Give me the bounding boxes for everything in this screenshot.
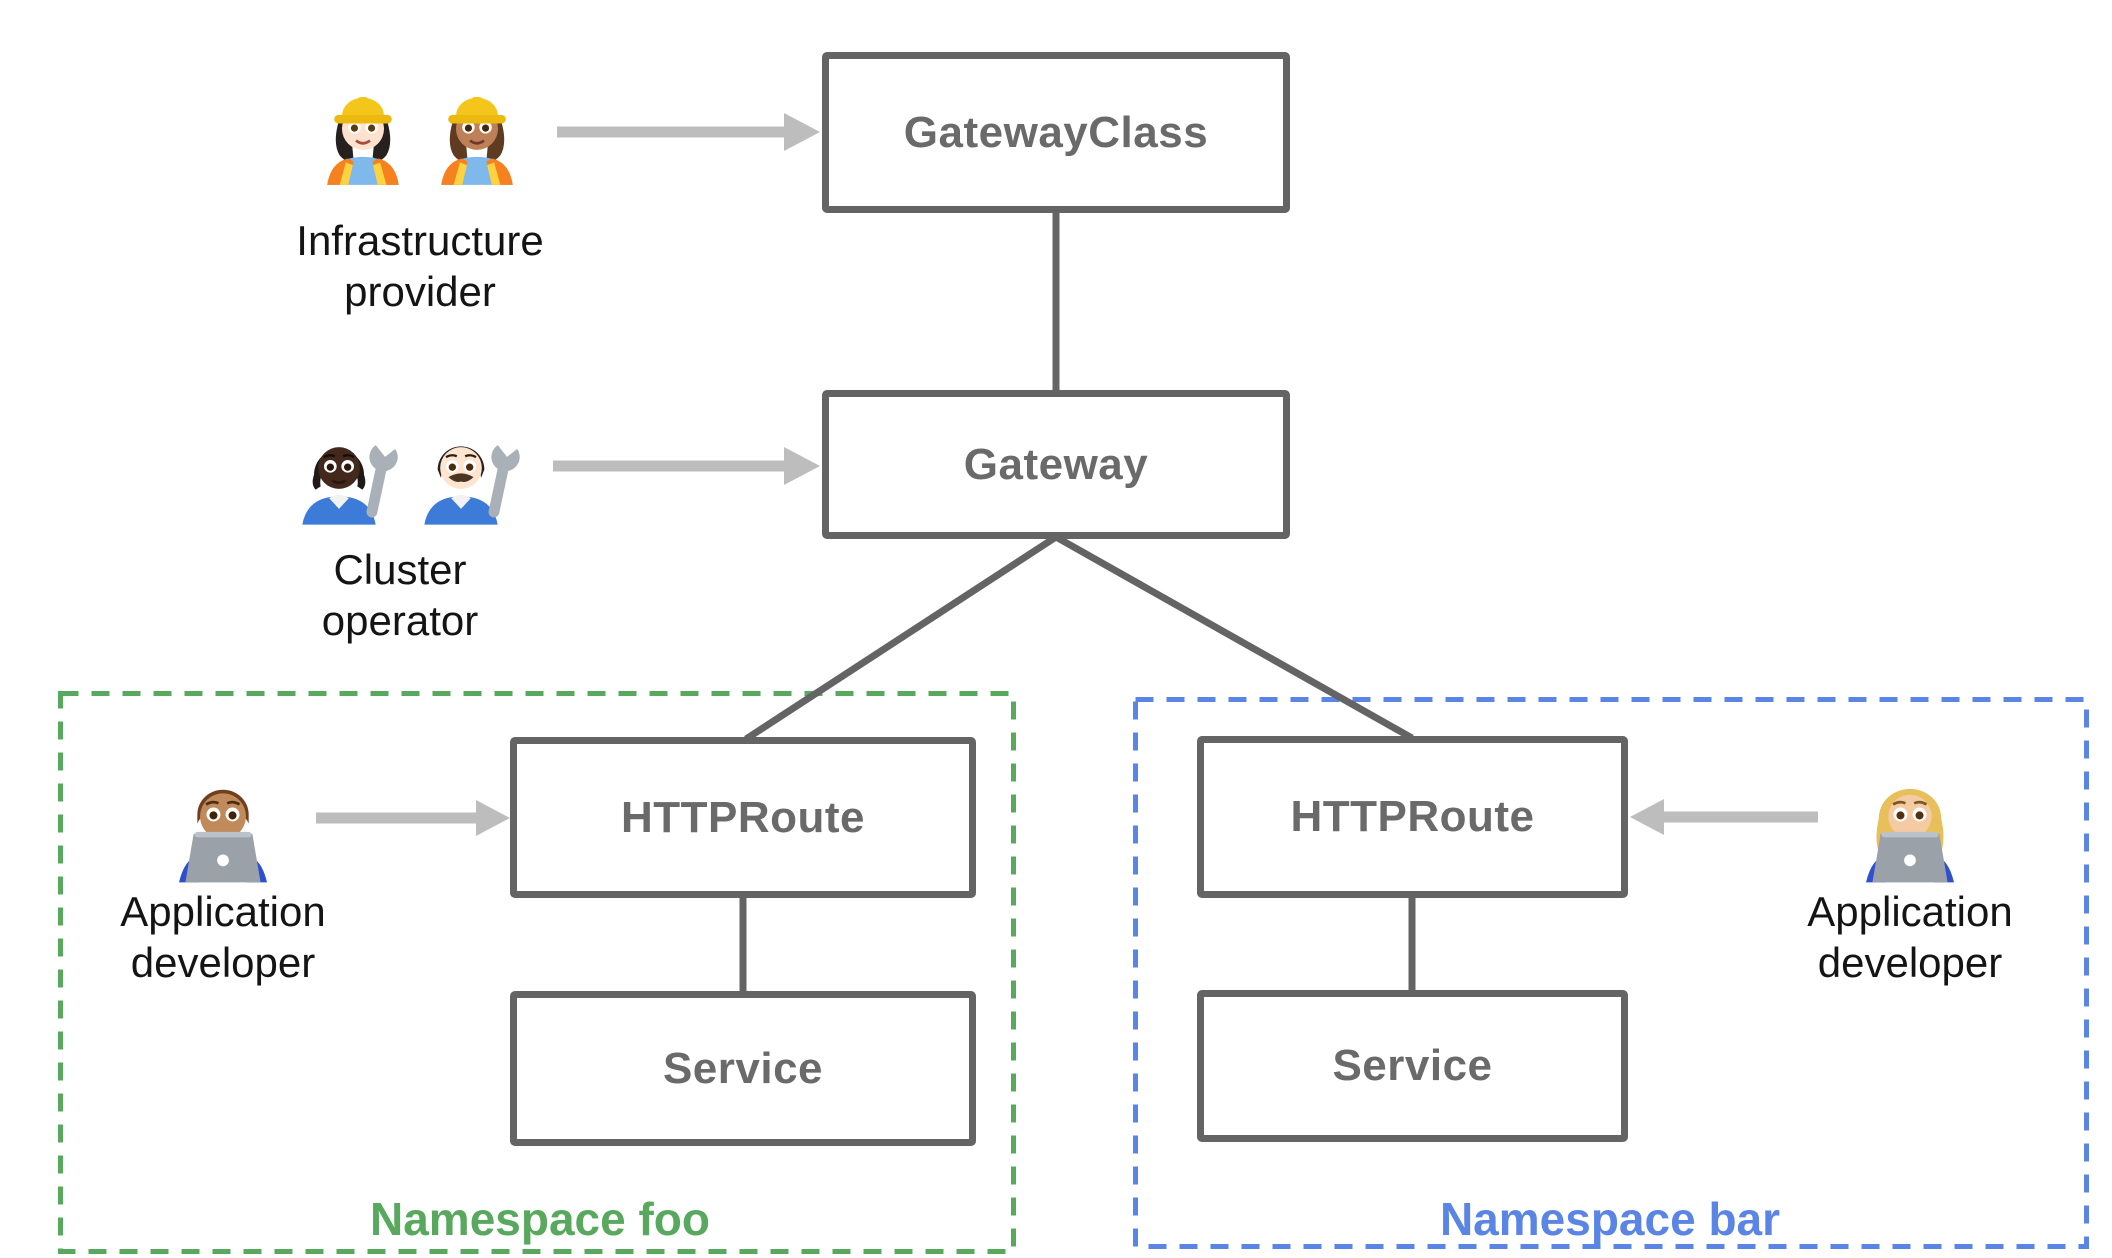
httproute-foo-node: HTTPRoute (510, 737, 976, 898)
httproute-bar-label: HTTPRoute (1290, 792, 1535, 841)
cluster-operator-label: Cluster operator (321, 546, 479, 645)
gateway-httproute-bar-connector (1054, 533, 1414, 742)
service-bar-label: Service (1332, 1041, 1493, 1090)
infrastructure-provider-icons (307, 68, 533, 196)
woman-construction-worker-medium-skin-icon (441, 97, 513, 185)
gateway-node: Gateway (822, 390, 1290, 539)
service-foo-label: Service (662, 1043, 824, 1093)
woman-construction-worker-light-skin-icon (327, 97, 399, 185)
application-developer-foo-arrow (316, 800, 510, 836)
gatewayclass-node: GatewayClass (822, 52, 1290, 213)
person-mechanic-dark-skin-icon (302, 432, 399, 525)
application-developer-bar-arrow (1630, 799, 1818, 835)
man-mechanic-light-skin-icon (424, 432, 521, 525)
namespace-bar-label: Namespace bar (1439, 1193, 1781, 1245)
application-developer-bar-icon-group (1844, 754, 1976, 886)
gatewayclass-label: GatewayClass (903, 107, 1209, 157)
httproute-foo-label: HTTPRoute (620, 792, 866, 842)
infrastructure-provider-arrow (557, 113, 820, 151)
wrench (488, 432, 521, 518)
man-technologist-icon (179, 789, 267, 883)
service-bar-node: Service (1197, 990, 1628, 1142)
gateway-label: Gateway (963, 439, 1149, 489)
wrench (366, 432, 399, 518)
cluster-operator-arrow (553, 447, 820, 485)
infrastructure-provider-label: Infrastructure provider (296, 217, 544, 316)
namespace-foo-label: Namespace foo (369, 1193, 710, 1245)
gateway-httproute-foo-connector (744, 534, 1058, 742)
cluster-operator-icons (279, 404, 521, 532)
application-developer-bar-label: Application developer (1807, 888, 2013, 987)
application-developer-foo-icon-group (157, 754, 289, 886)
httproute-bar-node: HTTPRoute (1197, 736, 1628, 898)
application-developer-foo-label: Application developer (120, 888, 326, 987)
woman-technologist-icon (1866, 788, 1954, 883)
service-foo-node: Service (510, 991, 976, 1146)
namespace-bar-boundary (1133, 697, 2089, 1249)
namespace-foo-boundary (58, 691, 1016, 1254)
